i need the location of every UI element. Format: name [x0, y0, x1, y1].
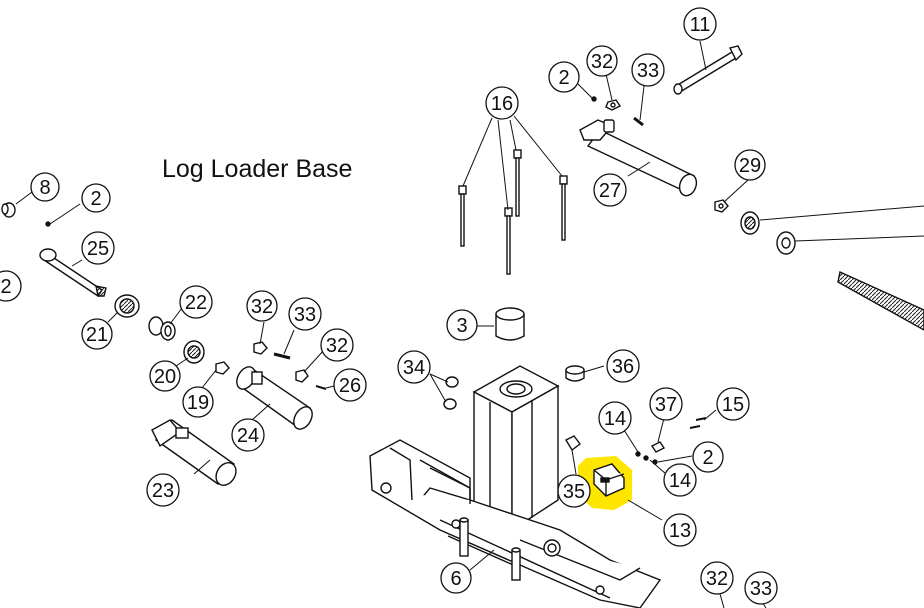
bolts-16 [458, 149, 568, 275]
cylinder-23 [151, 419, 237, 486]
small-screw [591, 96, 597, 102]
callout-label: 33 [294, 304, 316, 326]
nuts-34 [443, 376, 459, 410]
cylinder-part [579, 119, 698, 197]
callout-label: 2 [90, 188, 101, 210]
bushing [740, 211, 796, 255]
pin-33-left [273, 352, 291, 360]
fitting-35 [565, 435, 581, 452]
nut-19 [215, 361, 230, 375]
cap-36 [565, 365, 585, 382]
callout-label: 15 [722, 394, 744, 416]
callout-label: 8 [39, 177, 50, 199]
callout-label: 37 [655, 394, 677, 416]
callout-circles [0, 7, 778, 605]
callout-label: 36 [612, 356, 634, 378]
callout-label: 35 [563, 481, 585, 503]
bearing-20 [183, 340, 205, 364]
callout-label: 32 [251, 296, 273, 318]
callout-label: 25 [87, 238, 109, 260]
base-pins [459, 517, 521, 581]
nut-32-mid [295, 369, 309, 383]
cylinder-24 [236, 366, 313, 430]
grease-fitting [633, 116, 644, 127]
pin-25 [39, 248, 107, 297]
callout-label: 23 [152, 480, 174, 502]
callout-label: 20 [154, 366, 176, 388]
bushing-21 [114, 294, 140, 318]
diagram-title: Log Loader Base [162, 155, 353, 183]
callout-label: 11 [690, 14, 711, 36]
callout-label: 21 [86, 324, 108, 346]
cap-8 [1, 202, 16, 218]
callout-label: 14 [669, 470, 691, 492]
threaded-rod [837, 270, 924, 331]
callout-label: 32 [706, 568, 728, 590]
parts-layer [1, 45, 924, 608]
callout-label: 22 [185, 292, 207, 314]
callout-label: 13 [669, 520, 691, 542]
callout-label: 26 [339, 375, 361, 397]
leader-lines [15, 40, 767, 608]
callout-label: 33 [637, 60, 659, 82]
callout-label: 19 [187, 392, 209, 414]
pad-13 [593, 463, 625, 497]
base-tower [472, 365, 560, 532]
pin-2 [45, 221, 51, 227]
callout-label: 2 [558, 67, 569, 89]
callout-label: 2 [0, 276, 11, 298]
callout-label: 24 [237, 425, 259, 447]
small-hardware [635, 417, 707, 465]
callout-label: 34 [403, 357, 425, 379]
callout-label: 3 [456, 315, 467, 337]
small-nut [605, 99, 622, 111]
callout-label: 32 [591, 51, 613, 73]
callout-label: 6 [450, 568, 461, 590]
callout-label: 29 [739, 155, 761, 177]
callout-label: 32 [326, 335, 348, 357]
callout-label: 14 [604, 408, 626, 430]
rings-22 [148, 316, 176, 341]
callout-label: 2 [702, 447, 713, 469]
nut-29 [714, 199, 729, 213]
callout-label: 27 [599, 180, 621, 202]
callout-numbers: 11 2 32 33 16 29 27 8 2 25 2 21 22 20 32… [0, 14, 772, 600]
callout-label: 16 [491, 93, 513, 115]
bushing-3 [495, 307, 525, 341]
callout-label: 33 [750, 578, 772, 600]
screw-26 [315, 385, 327, 390]
pin-part [673, 45, 743, 95]
